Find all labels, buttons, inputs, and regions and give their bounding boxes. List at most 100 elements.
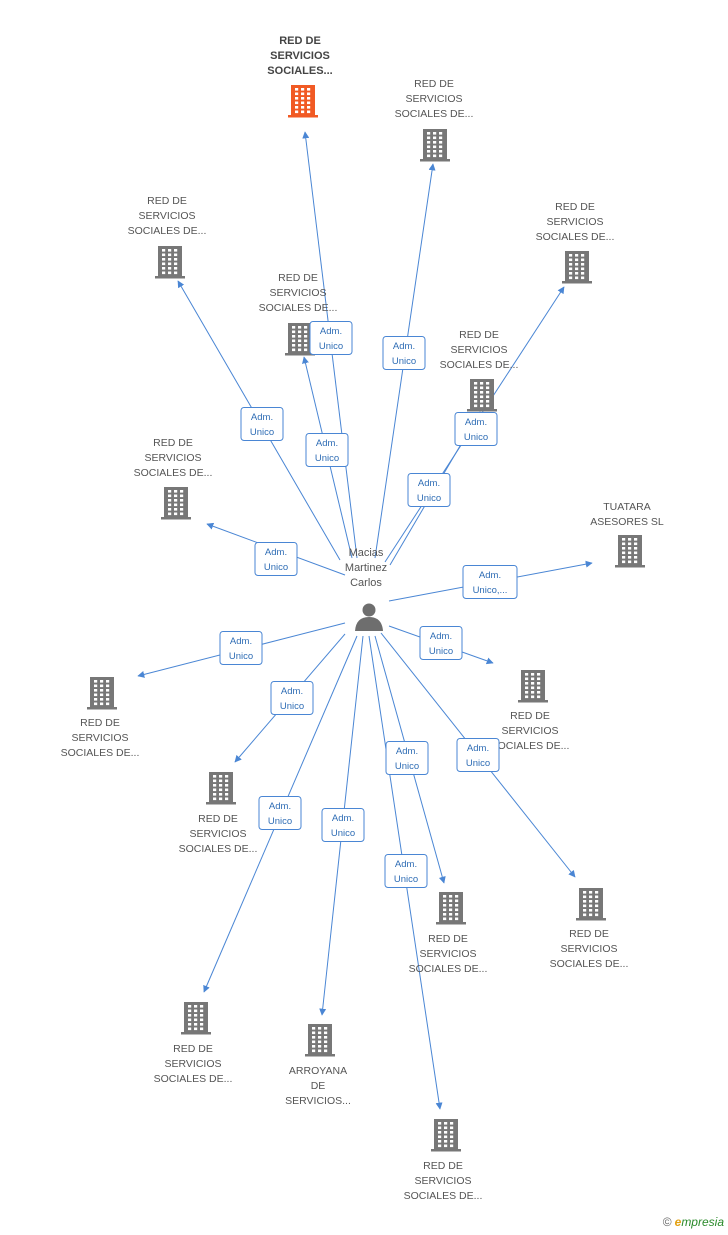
- company-building-icon[interactable]: [467, 379, 497, 412]
- relation-label[interactable]: Adm.Unico: [456, 738, 500, 772]
- company-label-line[interactable]: SERVICIOS: [502, 725, 559, 737]
- relation-label[interactable]: Adm.Unico: [384, 854, 428, 888]
- company-label-line[interactable]: SOCIALES...: [267, 65, 332, 77]
- company-building-icon[interactable]: [181, 1002, 211, 1035]
- company-label-line[interactable]: SOCIALES DE...: [550, 958, 629, 970]
- relation-label[interactable]: Adm.Unico: [219, 631, 263, 665]
- company-building-icon[interactable]: [305, 1024, 335, 1057]
- company-label-line[interactable]: SERVICIOS: [451, 344, 508, 356]
- company-label-line[interactable]: SERVICIOS: [72, 732, 129, 744]
- relation-label[interactable]: Adm.Unico: [240, 407, 284, 441]
- company-label-line[interactable]: RED DE: [569, 928, 609, 940]
- company-label-line[interactable]: SERVICIOS: [547, 216, 604, 228]
- company-label-line[interactable]: RED DE: [147, 195, 187, 207]
- relation-label[interactable]: Adm.Unico: [305, 433, 349, 467]
- company-building-icon[interactable]: [155, 246, 185, 279]
- building-window: [106, 702, 110, 706]
- company-label-line[interactable]: SOCIALES DE...: [134, 467, 213, 479]
- company-building-icon[interactable]: [576, 888, 606, 921]
- company-label-line[interactable]: SOCIALES DE...: [491, 740, 570, 752]
- company-label-line[interactable]: SERVICIOS...: [285, 1095, 351, 1107]
- company-label-line[interactable]: RED DE: [173, 1043, 213, 1055]
- company-label-line[interactable]: SERVICIOS: [139, 210, 196, 222]
- company-building-icon[interactable]: [285, 323, 315, 356]
- building-window: [213, 775, 217, 778]
- company-label-line[interactable]: RED DE: [198, 813, 238, 825]
- company-label-line[interactable]: SERVICIOS: [190, 828, 247, 840]
- relation-label[interactable]: Adm.Unico: [309, 321, 353, 355]
- building-window: [174, 267, 178, 270]
- relation-label-text: Unico: [394, 874, 418, 885]
- relation-label[interactable]: Adm.Unico: [321, 808, 365, 842]
- company-building-icon[interactable]: [87, 677, 117, 710]
- building-window: [318, 1031, 322, 1035]
- company-label-line[interactable]: SOCIALES DE...: [154, 1073, 233, 1085]
- company-label-line[interactable]: SERVICIOS: [270, 50, 330, 62]
- company-label-line[interactable]: SOCIALES DE...: [179, 843, 258, 855]
- relation-label-box: [456, 738, 500, 772]
- company-label-line[interactable]: ASESORES SL: [590, 516, 664, 528]
- company-label-line[interactable]: SERVICIOS: [561, 943, 618, 955]
- relation-label[interactable]: Adm.Unico: [454, 412, 498, 446]
- building-base: [615, 565, 645, 568]
- relation-label[interactable]: Adm.Unico: [270, 681, 314, 715]
- company-label-line[interactable]: RED DE: [153, 437, 193, 449]
- company-building-icon[interactable]: [431, 1119, 461, 1152]
- company-label-line[interactable]: SOCIALES DE...: [440, 359, 519, 371]
- company-label-line[interactable]: RED DE: [279, 35, 321, 47]
- relation-label[interactable]: Adm.Unico: [419, 626, 463, 660]
- building-window: [162, 258, 166, 261]
- company-building-icon[interactable]: [161, 487, 191, 520]
- building-window: [106, 689, 110, 692]
- relation-label-text: Unico: [280, 701, 304, 712]
- relation-label[interactable]: Adm.Unico: [258, 796, 302, 830]
- company-building-icon[interactable]: [436, 892, 466, 925]
- company-label-line[interactable]: RED DE: [414, 78, 454, 90]
- building-window: [94, 698, 98, 701]
- company-label-line[interactable]: RED DE: [80, 717, 120, 729]
- company-label-line[interactable]: SERVICIOS: [415, 1175, 472, 1187]
- company-label-line[interactable]: SOCIALES DE...: [61, 747, 140, 759]
- relation-label[interactable]: Adm.Unico: [407, 473, 451, 507]
- building-window: [634, 538, 638, 541]
- company-label-line[interactable]: RED DE: [510, 710, 550, 722]
- company-label-line[interactable]: SERVICIOS: [270, 287, 327, 299]
- building-window: [622, 547, 626, 550]
- company-label-line[interactable]: SOCIALES DE...: [259, 302, 338, 314]
- building-window: [595, 913, 599, 917]
- company-label-line[interactable]: SERVICIOS: [406, 93, 463, 105]
- company-label-line[interactable]: DE: [311, 1080, 326, 1092]
- company-building-icon[interactable]: [206, 772, 236, 805]
- relation-label[interactable]: Adm.Unico: [382, 336, 426, 370]
- company-building-icon[interactable]: [562, 251, 592, 284]
- company-label-line[interactable]: SOCIALES DE...: [409, 963, 488, 975]
- company-label-line[interactable]: RED DE: [278, 272, 318, 284]
- company-building-icon[interactable]: [615, 535, 645, 568]
- company-label-line[interactable]: SOCIALES DE...: [404, 1190, 483, 1202]
- building-window: [168, 267, 172, 270]
- relation-label[interactable]: Adm.Unico: [254, 542, 298, 576]
- company-label-line[interactable]: TUATARA: [603, 501, 650, 513]
- company-label-line[interactable]: SOCIALES DE...: [536, 231, 615, 243]
- company-label-line[interactable]: RED DE: [428, 933, 468, 945]
- building-window: [304, 335, 308, 338]
- building-window: [443, 895, 447, 898]
- relation-label[interactable]: Adm.Unico,...: [462, 565, 518, 599]
- building-window: [433, 132, 437, 135]
- highlighted-company-building-icon[interactable]: [288, 85, 318, 118]
- company-label-line[interactable]: RED DE: [423, 1160, 463, 1172]
- company-label-line[interactable]: SERVICIOS: [420, 948, 477, 960]
- company-label-line[interactable]: RED DE: [555, 201, 595, 213]
- company-building-icon[interactable]: [518, 670, 548, 703]
- company-label-line[interactable]: SOCIALES DE...: [128, 225, 207, 237]
- company-label-line[interactable]: SERVICIOS: [145, 452, 202, 464]
- building-window: [455, 908, 459, 912]
- person-name-line: Carlos: [350, 577, 382, 589]
- company-label-line[interactable]: SOCIALES DE...: [395, 108, 474, 120]
- company-label-line[interactable]: ARROYANA: [289, 1065, 347, 1077]
- relation-label[interactable]: Adm.Unico: [385, 741, 429, 775]
- company-label-line[interactable]: SERVICIOS: [165, 1058, 222, 1070]
- company-building-icon[interactable]: [420, 129, 450, 162]
- company-label-line[interactable]: RED DE: [459, 329, 499, 341]
